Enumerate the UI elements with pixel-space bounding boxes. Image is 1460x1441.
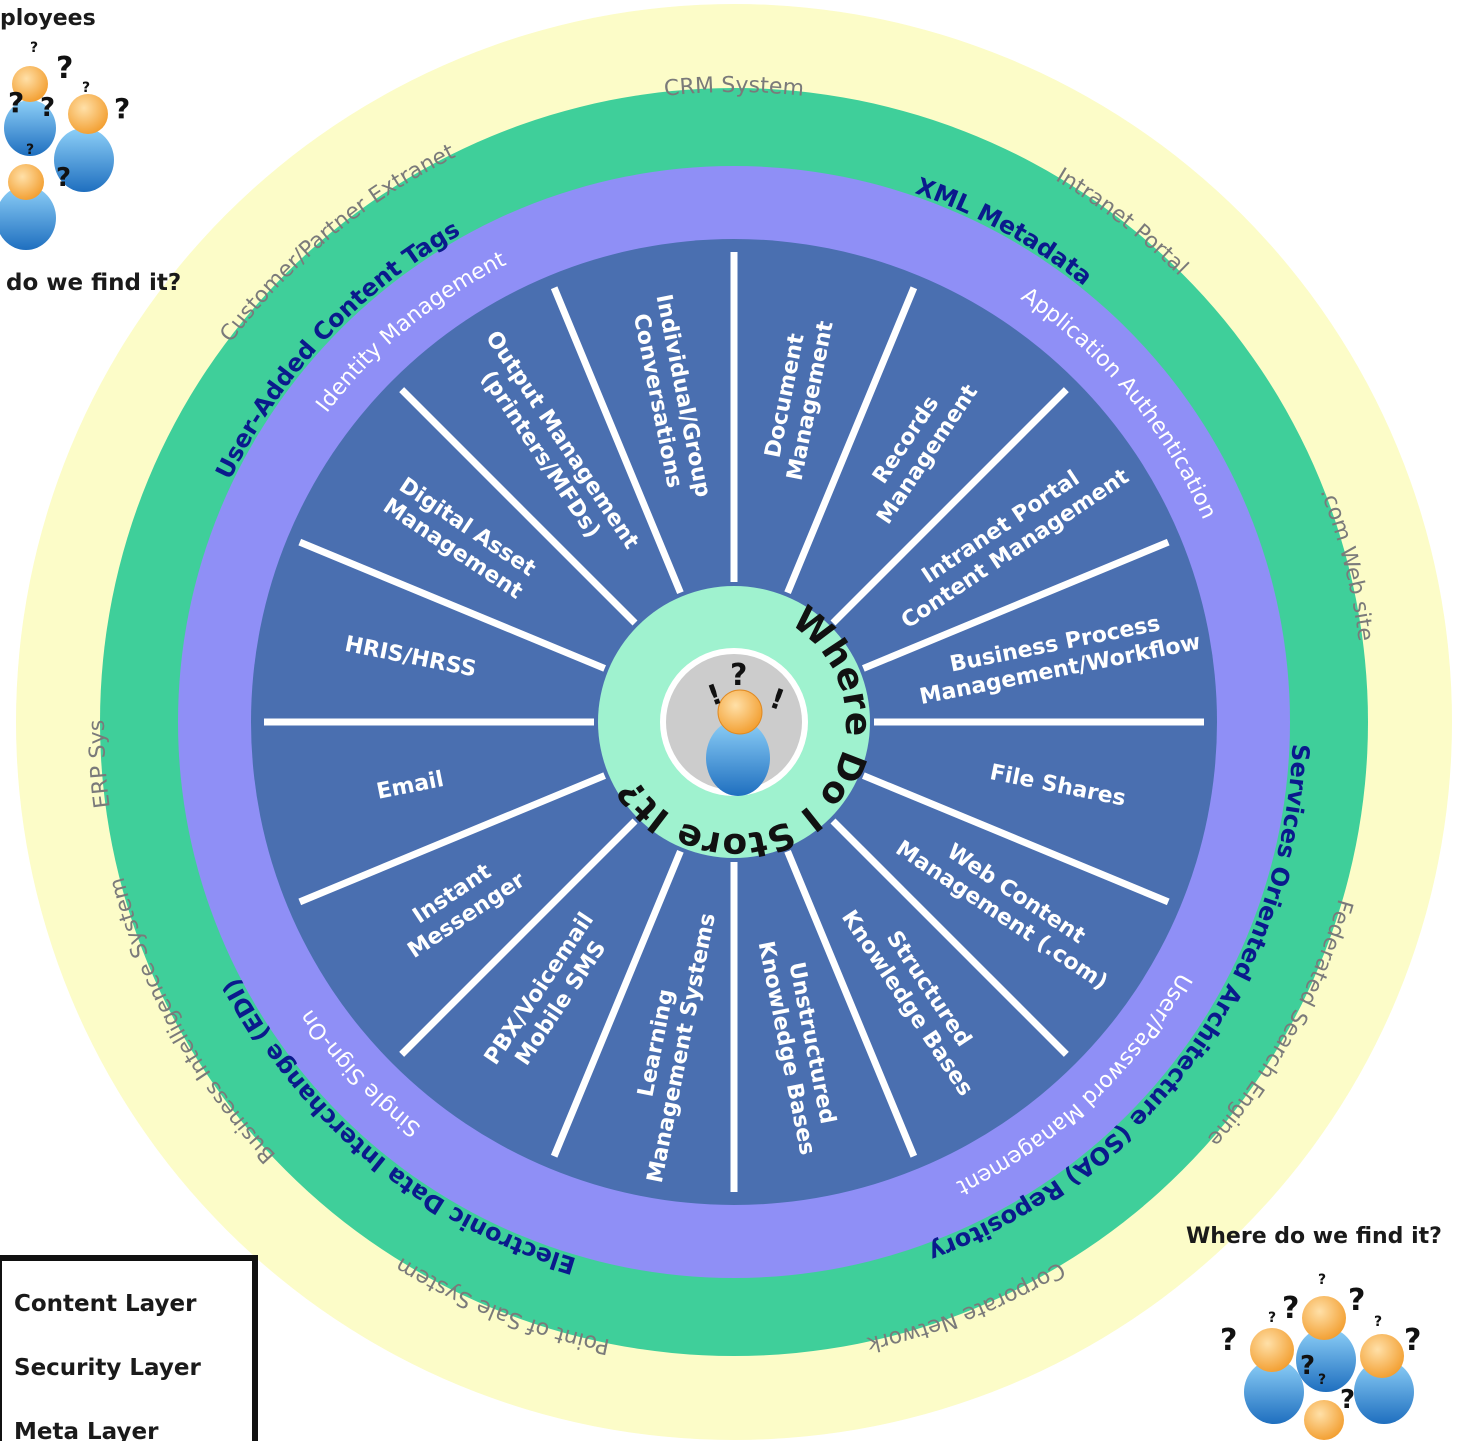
svg-text:?: ? bbox=[1318, 1372, 1326, 1388]
layer-legend: Content Layer Security Layer Meta Layer bbox=[0, 1255, 258, 1441]
top-left-employees-icon: ? ? ? ? ? ? ? ? bbox=[0, 40, 130, 250]
svg-text:?: ? bbox=[30, 40, 38, 56]
sector-divider bbox=[298, 772, 606, 906]
sector-divider bbox=[830, 387, 1069, 626]
sector-divider bbox=[862, 538, 1170, 672]
legend-meta-layer: Meta Layer bbox=[14, 1419, 159, 1441]
sector-divider bbox=[784, 850, 918, 1158]
question-mark: ? bbox=[730, 658, 747, 693]
sector-dividers bbox=[264, 252, 1204, 1192]
svg-text:?: ? bbox=[56, 51, 73, 86]
svg-text:?: ? bbox=[1300, 1351, 1315, 1381]
svg-text:?: ? bbox=[56, 163, 71, 193]
svg-text:?: ? bbox=[1348, 1283, 1365, 1318]
outer-ring-label: CRM System bbox=[663, 73, 805, 102]
svg-text:?: ? bbox=[1318, 1272, 1326, 1288]
legend-security-layer: Security Layer bbox=[14, 1355, 201, 1381]
sector-divider bbox=[550, 286, 684, 594]
sector-divider bbox=[550, 850, 684, 1158]
bottom-right-caption: Where do we find it? bbox=[1186, 1224, 1442, 1249]
bottom-right-employees-icon: ? ? ? ? ? ? ? ? ? ? bbox=[1220, 1272, 1421, 1440]
svg-text:?: ? bbox=[82, 80, 90, 96]
svg-text:?: ? bbox=[1404, 1323, 1421, 1358]
sector-divider bbox=[784, 286, 918, 594]
svg-text:?: ? bbox=[1268, 1310, 1276, 1326]
svg-text:?: ? bbox=[26, 142, 34, 158]
top-left-caption: do we find it? bbox=[6, 270, 182, 296]
top-left-employees-title: ployees bbox=[0, 6, 96, 31]
svg-text:?: ? bbox=[8, 86, 24, 119]
svg-text:?: ? bbox=[40, 93, 55, 123]
svg-text:?: ? bbox=[1282, 1291, 1299, 1326]
sector-divider bbox=[862, 772, 1170, 906]
sector-divider bbox=[399, 387, 638, 626]
sector-divider bbox=[399, 818, 638, 1057]
sector-divider bbox=[298, 538, 606, 672]
svg-text:?: ? bbox=[1220, 1323, 1237, 1358]
svg-text:?: ? bbox=[1340, 1385, 1355, 1415]
svg-text:?: ? bbox=[1374, 1314, 1382, 1330]
legend-content-layer: Content Layer bbox=[14, 1291, 197, 1317]
svg-text:?: ? bbox=[114, 92, 130, 125]
sector-divider bbox=[830, 818, 1069, 1057]
